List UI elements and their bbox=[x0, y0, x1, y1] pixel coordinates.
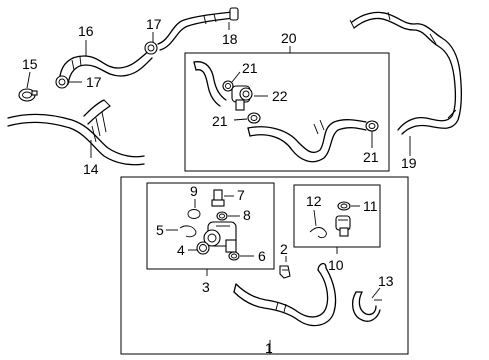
part-3-housing bbox=[203, 221, 237, 253]
part-6-clamp bbox=[228, 251, 240, 261]
part-19-pipe bbox=[349, 11, 462, 135]
part-13-hose bbox=[351, 291, 382, 322]
callout-14: 14 bbox=[83, 161, 99, 177]
callout-10: 10 bbox=[328, 257, 344, 273]
part-10-fitting bbox=[335, 215, 351, 237]
callout-2: 2 bbox=[280, 241, 288, 257]
callout-22: 22 bbox=[272, 88, 288, 104]
callout-6: 6 bbox=[258, 248, 266, 264]
part-17-clamp-a bbox=[55, 75, 69, 89]
callout-21-c: 21 bbox=[363, 149, 379, 165]
callout-12: 12 bbox=[306, 193, 322, 209]
part-11-oring bbox=[337, 201, 351, 211]
callout-17-b: 17 bbox=[146, 16, 162, 32]
part-21-clamp-a bbox=[222, 80, 234, 92]
callout-15: 15 bbox=[22, 56, 38, 72]
part-9-seal bbox=[187, 209, 201, 219]
callout-8: 8 bbox=[243, 207, 251, 223]
part-21-clamp-c bbox=[365, 120, 379, 132]
box-20 bbox=[184, 52, 390, 172]
callout-21-a: 21 bbox=[242, 60, 258, 76]
callout-17-a: 17 bbox=[86, 74, 102, 90]
part-15-clamp bbox=[18, 88, 38, 102]
part-16-hose bbox=[59, 49, 153, 85]
part-14-hose bbox=[7, 99, 145, 166]
callout-1-text: 1 bbox=[265, 340, 273, 356]
box-1 bbox=[120, 176, 409, 355]
part-18-pipe bbox=[157, 7, 239, 51]
callout-16: 16 bbox=[78, 23, 94, 39]
callout-19: 19 bbox=[401, 155, 417, 171]
part-20-hose-short bbox=[193, 61, 227, 107]
callout-3: 3 bbox=[202, 279, 210, 295]
callout-18: 18 bbox=[222, 31, 238, 47]
part-1-hose-lower bbox=[233, 262, 337, 327]
callout-4: 4 bbox=[177, 242, 185, 258]
callout-20: 20 bbox=[281, 30, 297, 46]
callout-5: 5 bbox=[156, 222, 164, 238]
part-21-clamp-b bbox=[247, 112, 261, 124]
callout-7: 7 bbox=[237, 187, 245, 203]
part-22-valve bbox=[231, 85, 253, 111]
part-5-clip bbox=[179, 225, 197, 238]
part-2-bracket bbox=[279, 265, 291, 279]
callout-11: 11 bbox=[363, 198, 378, 214]
part-20-hose-long bbox=[247, 119, 367, 163]
part-7-sensor bbox=[211, 189, 225, 207]
box-3 bbox=[146, 182, 275, 270]
part-4-oring bbox=[196, 241, 210, 255]
part-12-clip bbox=[309, 227, 327, 239]
part-8-oring bbox=[216, 211, 228, 221]
callout-21-b: 21 bbox=[212, 113, 228, 129]
callout-13: 13 bbox=[378, 273, 394, 289]
callout-9: 9 bbox=[190, 183, 198, 199]
part-17-clamp-b bbox=[144, 41, 158, 55]
